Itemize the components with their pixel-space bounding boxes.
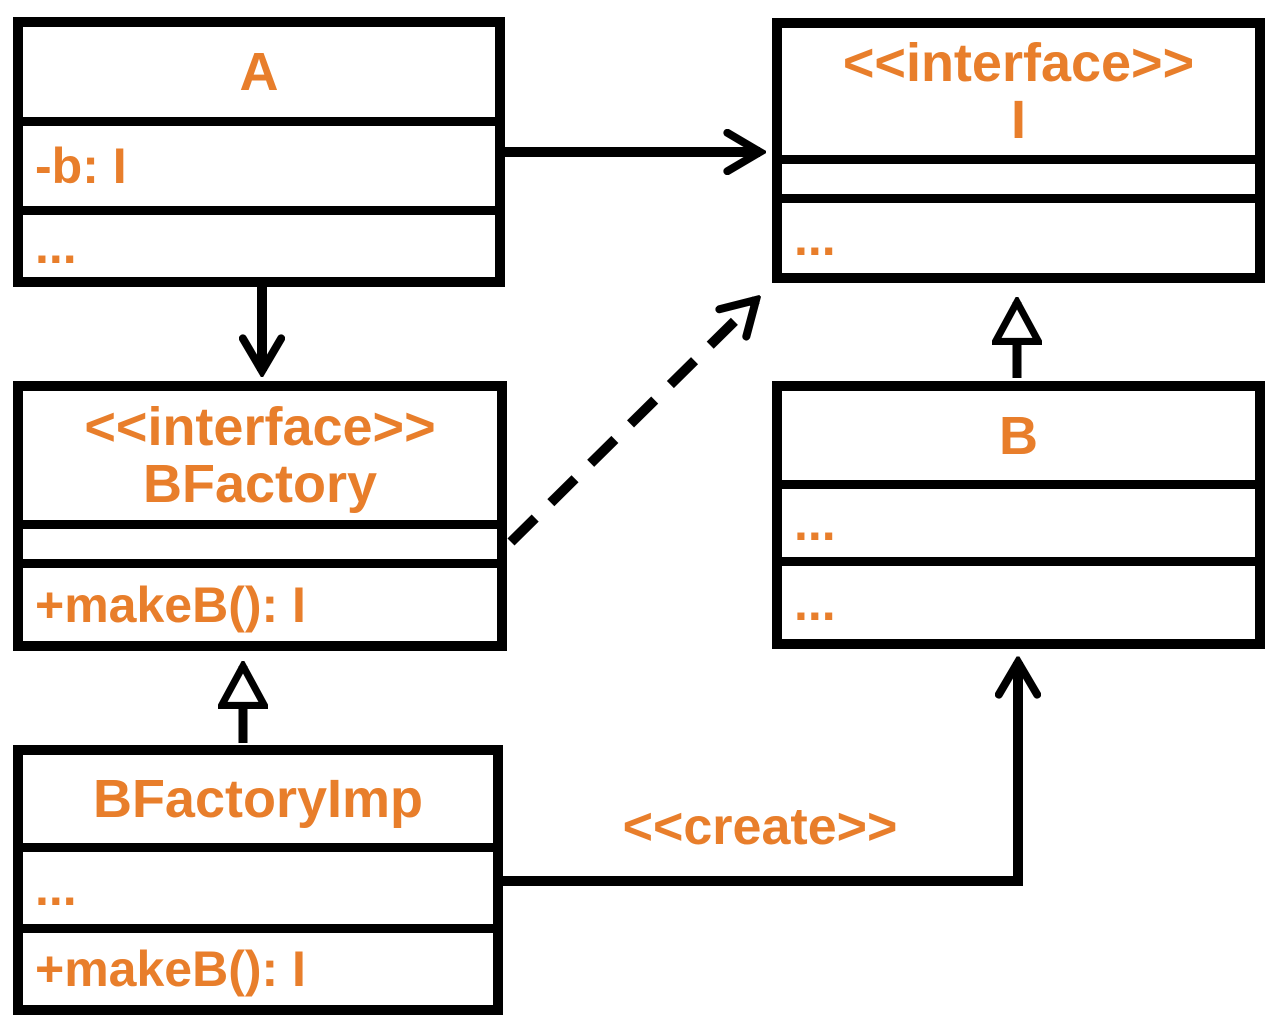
interface-bfactory-attributes-compartment bbox=[23, 520, 497, 559]
interface-bfactory-stereotype: <<interface>> bbox=[84, 396, 436, 457]
class-bfactoryimp-name: BFactoryImp bbox=[92, 769, 424, 829]
class-bfactoryimp-title-compartment: BFactoryImp bbox=[23, 755, 493, 843]
class-bfactoryimp-method: +makeB(): I bbox=[35, 941, 306, 997]
create-stereotype-label: <<create>> bbox=[622, 798, 898, 856]
interface-bfactory-name: BFactory bbox=[142, 453, 378, 514]
class-bfactoryimp: BFactoryImp ... +makeB(): I bbox=[13, 745, 503, 1015]
interface-i: <<interface>> I ... bbox=[772, 18, 1265, 283]
class-a-name: A bbox=[239, 42, 279, 102]
class-b: B ... ... bbox=[772, 381, 1265, 649]
class-a-methods-compartment: ... bbox=[23, 206, 495, 277]
class-b-attribute: ... bbox=[794, 495, 836, 551]
class-b-methods-compartment: ... bbox=[782, 557, 1255, 639]
interface-i-attributes-compartment bbox=[782, 155, 1255, 194]
interface-i-method: ... bbox=[794, 210, 836, 266]
class-b-method: ... bbox=[794, 574, 836, 631]
class-a-method: ... bbox=[35, 218, 77, 274]
class-bfactoryimp-methods-compartment: +makeB(): I bbox=[23, 924, 493, 1005]
interface-bfactory-methods-compartment: +makeB(): I bbox=[23, 559, 497, 641]
class-bfactoryimp-attribute: ... bbox=[35, 860, 77, 916]
interface-bfactory: <<interface>> BFactory +makeB(): I bbox=[13, 381, 507, 651]
interface-i-stereotype: <<interface>> bbox=[842, 32, 1195, 93]
interface-bfactory-method: +makeB(): I bbox=[35, 576, 306, 633]
class-b-attributes-compartment: ... bbox=[782, 480, 1255, 557]
interface-i-name: I bbox=[1010, 89, 1026, 150]
dependency-bfactory-to-i-dashed-arrow bbox=[507, 300, 756, 546]
class-a-attribute: -b: I bbox=[35, 138, 127, 194]
class-a-attributes-compartment: -b: I bbox=[23, 117, 495, 206]
class-b-name: B bbox=[999, 405, 1038, 466]
class-b-title-compartment: B bbox=[782, 391, 1255, 480]
interface-i-methods-compartment: ... bbox=[782, 194, 1255, 273]
interface-bfactory-title-compartment: <<interface>> BFactory bbox=[23, 391, 497, 520]
interface-i-title-compartment: <<interface>> I bbox=[782, 28, 1255, 155]
class-a: A -b: I ... bbox=[13, 17, 505, 287]
class-a-title-compartment: A bbox=[23, 27, 495, 117]
class-bfactoryimp-attributes-compartment: ... bbox=[23, 843, 493, 924]
